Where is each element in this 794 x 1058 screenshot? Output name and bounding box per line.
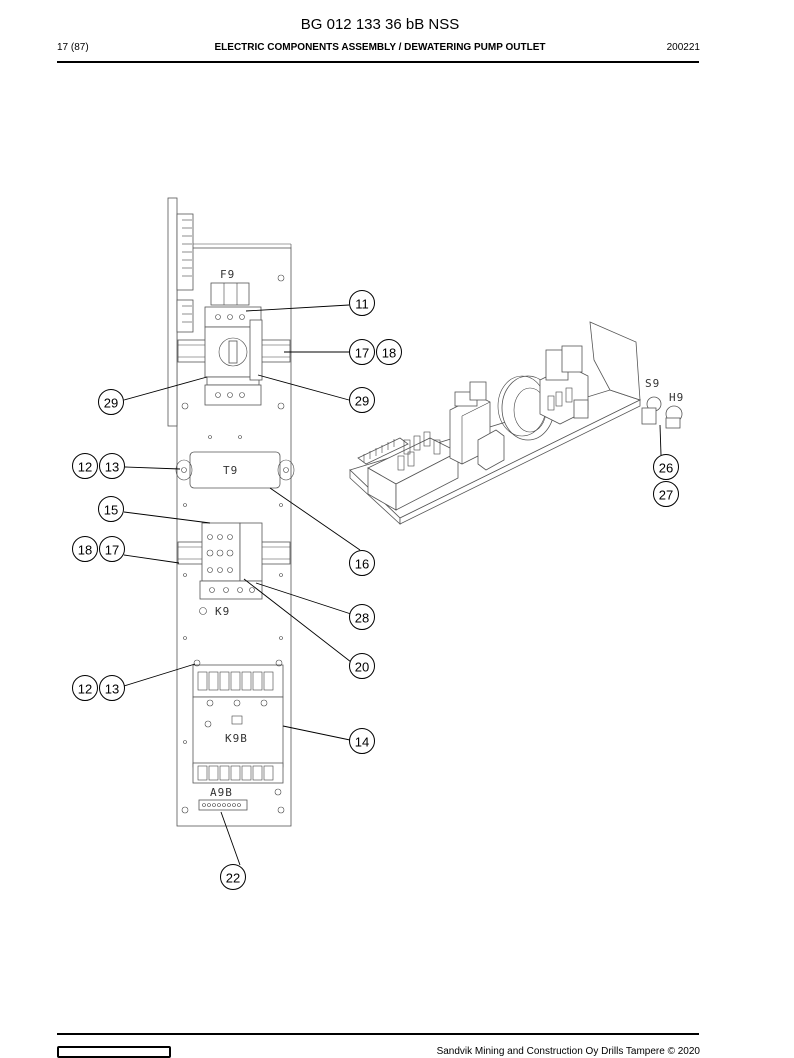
svg-text:29: 29 <box>104 396 118 411</box>
header-rule <box>57 61 699 63</box>
label-f9: F9 <box>220 268 235 281</box>
isometric-assembly: S9 H9 <box>349 321 684 525</box>
callouts: 11 17 18 29 29 12 13 26 27 15 18 17 16 2… <box>72 290 679 890</box>
transformer-t9: T9 <box>175 451 295 489</box>
svg-text:17: 17 <box>355 346 369 361</box>
page-number: 17 (87) <box>57 42 89 53</box>
svg-text:11: 11 <box>355 297 369 312</box>
label-t9: T9 <box>223 464 238 477</box>
svg-text:22: 22 <box>226 871 240 886</box>
callout-26: 26 <box>653 454 679 480</box>
svg-text:20: 20 <box>355 660 369 675</box>
label-a9b: A9B <box>210 786 233 799</box>
svg-text:29: 29 <box>355 394 369 409</box>
svg-text:12: 12 <box>78 460 92 475</box>
contactor-k9: K9 <box>177 522 291 618</box>
section-title: ELECTRIC COMPONENTS ASSEMBLY / DEWATERIN… <box>214 42 546 53</box>
callout-13-lower: 13 <box>99 675 125 701</box>
label-s9: S9 <box>645 377 660 390</box>
callout-12-upper: 12 <box>72 453 98 479</box>
footer-copyright: Sandvik Mining and Construction Oy Drill… <box>436 1046 700 1057</box>
relay-module-k9b: K9B A9B <box>192 659 284 811</box>
svg-text:16: 16 <box>355 557 369 572</box>
svg-text:17: 17 <box>105 543 119 558</box>
svg-text:28: 28 <box>355 611 369 626</box>
document-title: BG 012 133 36 bB NSS <box>300 16 460 33</box>
side-bracket <box>167 197 194 427</box>
callout-15: 15 <box>98 496 124 522</box>
svg-text:15: 15 <box>104 503 118 518</box>
callout-11: 11 <box>349 290 375 316</box>
svg-text:26: 26 <box>659 461 673 476</box>
footer-rule <box>57 1033 699 1035</box>
callout-14: 14 <box>349 728 375 754</box>
callout-28: 28 <box>349 604 375 630</box>
svg-text:27: 27 <box>659 488 673 503</box>
leader-lines <box>123 304 662 866</box>
callout-29-right: 29 <box>349 387 375 413</box>
svg-text:13: 13 <box>105 460 119 475</box>
callout-17-top: 17 <box>349 339 375 365</box>
callout-27: 27 <box>653 481 679 507</box>
svg-text:18: 18 <box>382 346 396 361</box>
callout-18-lower: 18 <box>72 536 98 562</box>
svg-text:14: 14 <box>355 735 369 750</box>
label-k9: K9 <box>215 605 230 618</box>
svg-text:18: 18 <box>78 543 92 558</box>
sandvik-logo <box>57 1046 171 1058</box>
callout-18-top: 18 <box>376 339 402 365</box>
callout-12-lower: 12 <box>72 675 98 701</box>
main-switch-f9: F9 <box>177 268 291 406</box>
label-k9b: K9B <box>225 732 248 745</box>
callout-20: 20 <box>349 653 375 679</box>
callout-29-left: 29 <box>98 389 124 415</box>
callout-16: 16 <box>349 550 375 576</box>
callout-13-upper: 13 <box>99 453 125 479</box>
document-code: 200221 <box>666 42 700 53</box>
svg-text:13: 13 <box>105 682 119 697</box>
callout-17-lower: 17 <box>99 536 125 562</box>
callout-22: 22 <box>220 864 246 890</box>
label-h9: H9 <box>669 391 684 404</box>
svg-text:12: 12 <box>78 682 92 697</box>
